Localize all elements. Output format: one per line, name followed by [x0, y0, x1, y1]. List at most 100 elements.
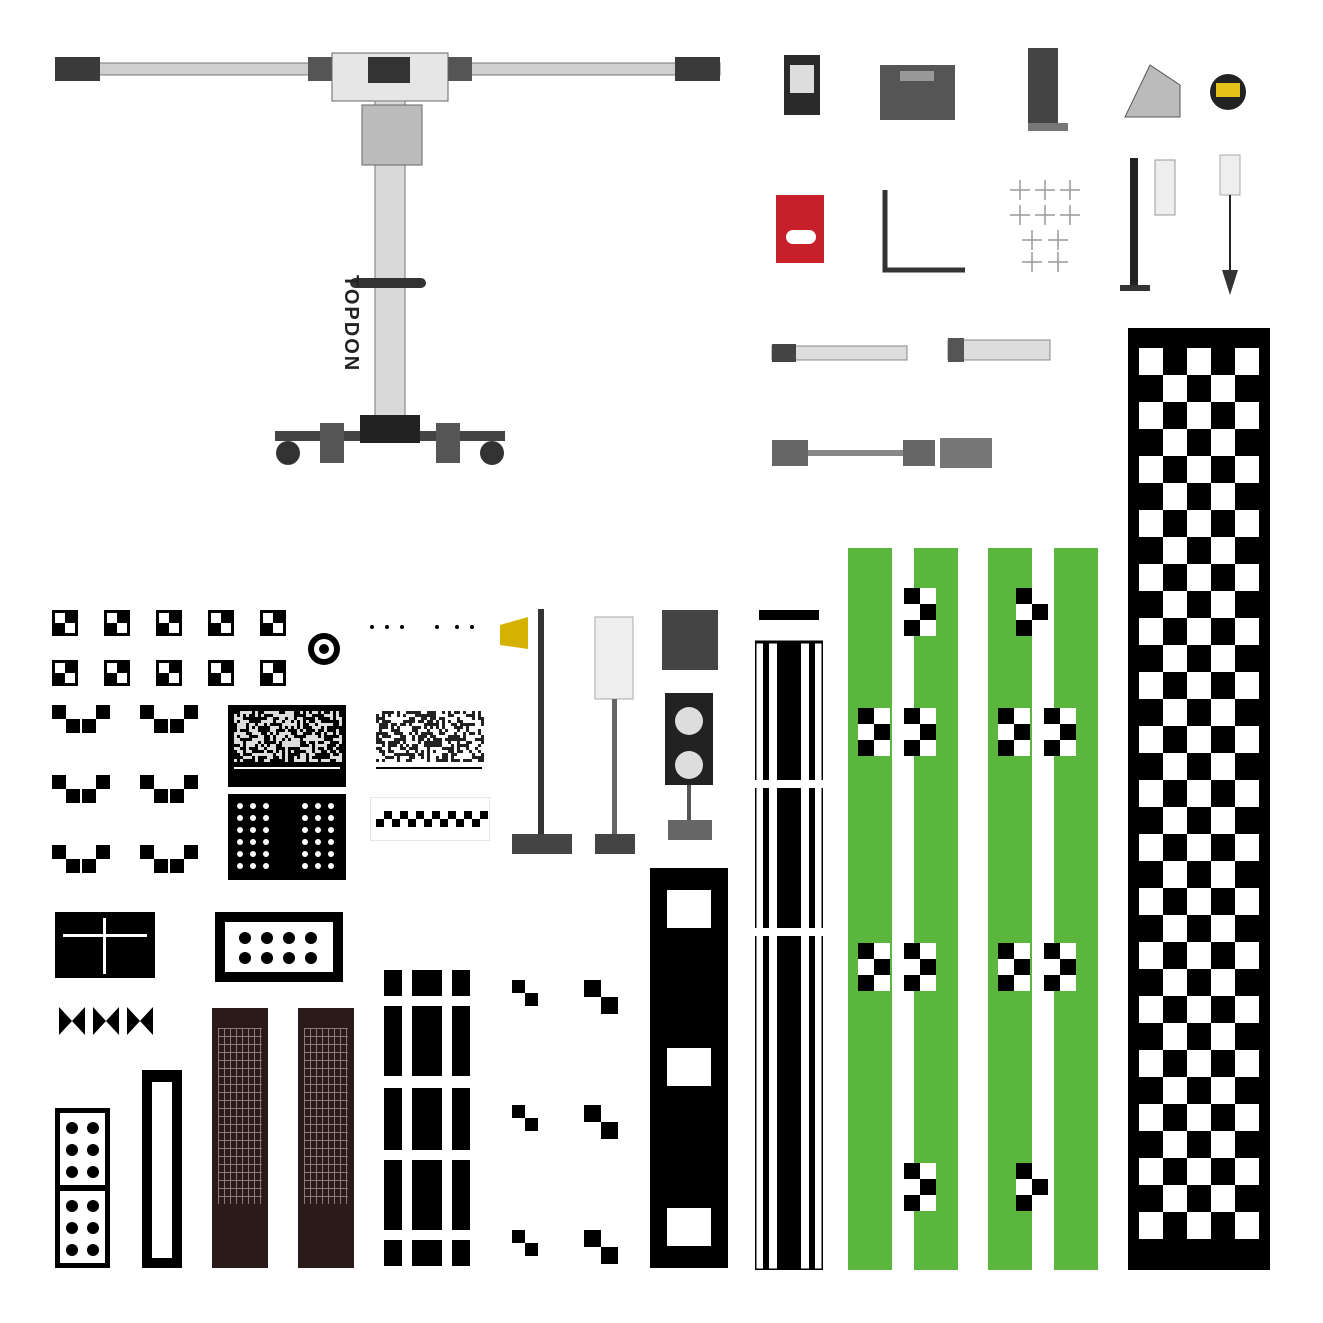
dot-grid-dot	[263, 863, 269, 869]
green-checker-cell	[920, 943, 936, 959]
noise-pixel	[445, 747, 448, 750]
checker-cell	[1139, 348, 1163, 375]
chevron-cell	[154, 859, 168, 873]
grid-line	[304, 1188, 348, 1189]
noise-pixel	[288, 741, 291, 744]
noise-pixel	[291, 744, 294, 747]
noise-pixel	[288, 714, 291, 717]
noise-pixel	[249, 756, 252, 759]
noise-pixel	[240, 759, 243, 762]
noise-pixel	[457, 735, 460, 738]
noise-pixel	[249, 750, 252, 753]
noise-pixel	[466, 714, 469, 717]
grid-line	[304, 1100, 348, 1101]
chevron-cell	[184, 705, 198, 719]
noise-pixel	[339, 756, 342, 759]
noise-pixel	[237, 738, 240, 741]
noise-pixel	[258, 747, 261, 750]
noise-pixel	[318, 744, 321, 747]
chevron-cell	[96, 775, 110, 789]
checker-cell	[1187, 1050, 1211, 1077]
noise-pixel	[327, 723, 330, 726]
noise-pixel	[418, 714, 421, 717]
dot-marker	[385, 625, 389, 629]
noise-pixel	[318, 723, 321, 726]
grid-line	[304, 1108, 348, 1109]
noise-pixel	[442, 759, 445, 762]
chevron-cell	[82, 859, 96, 873]
noise-target	[228, 705, 346, 787]
noise-pixel	[333, 756, 336, 759]
noise-pixel	[400, 735, 403, 738]
noise-pixel	[339, 720, 342, 723]
noise-pixel	[309, 714, 312, 717]
green-checker-cell	[998, 975, 1014, 991]
noise-pixel	[403, 723, 406, 726]
noise-pixel	[243, 723, 246, 726]
noise-pixel	[427, 711, 430, 714]
noise-pixel	[312, 753, 315, 756]
noise-pixel	[291, 717, 294, 720]
strip-cell	[440, 819, 448, 827]
green-checker-cell	[998, 943, 1014, 959]
circle-target-core	[319, 644, 329, 654]
checker-cell	[1235, 1158, 1259, 1185]
green-target-1	[848, 548, 958, 1270]
noise-pixel	[282, 735, 285, 738]
noise-pixel	[312, 738, 315, 741]
noise-pixel	[285, 732, 288, 735]
noise-pixel	[430, 720, 433, 723]
noise-pixel	[394, 738, 397, 741]
noise-pixel	[294, 720, 297, 723]
noise-pixel	[261, 753, 264, 756]
checker-cell	[1163, 699, 1187, 726]
noise-pixel	[472, 723, 475, 726]
noise-pixel	[270, 720, 273, 723]
noise-pixel	[397, 732, 400, 735]
noise-pixel	[421, 720, 424, 723]
noise-pixel	[394, 729, 397, 732]
noise-pixel	[424, 714, 427, 717]
noise-pixel	[388, 741, 391, 744]
grid-line	[218, 1148, 262, 1149]
noise-pixel	[246, 711, 249, 714]
green-checker-cell	[1014, 959, 1030, 975]
noise-pixel	[276, 735, 279, 738]
checker-cell	[1163, 969, 1187, 996]
noise-pixel	[382, 744, 385, 747]
grid-line	[230, 1028, 231, 1204]
green-checker-cell	[1016, 1195, 1032, 1211]
checker-cell	[1211, 699, 1235, 726]
noise-pixel	[309, 744, 312, 747]
carrying-case-icon	[880, 65, 955, 120]
noise-pixel	[403, 735, 406, 738]
green-checker-cell	[1014, 740, 1030, 756]
noise-pixel	[475, 756, 478, 759]
dot-grid-dot	[302, 851, 308, 857]
green-checker-cell	[858, 943, 874, 959]
noise-pixel	[460, 726, 463, 729]
checker-cell	[1187, 996, 1211, 1023]
noise-pixel	[288, 744, 291, 747]
noise-pixel	[285, 720, 288, 723]
noise-pixel	[481, 738, 484, 741]
green-checker-cell	[998, 708, 1014, 724]
noise-pixel	[270, 738, 273, 741]
small-target-cell	[65, 673, 75, 683]
stand-group	[500, 605, 725, 870]
green-checker-cell	[1060, 708, 1076, 724]
diag-cell	[584, 980, 601, 997]
grid-line	[304, 1028, 348, 1029]
noise-pixel	[388, 756, 391, 759]
noise-pixel	[430, 723, 433, 726]
noise-pixel	[300, 732, 303, 735]
noise-pixel	[439, 738, 442, 741]
diag-cell	[601, 997, 618, 1014]
noise-pixel	[234, 720, 237, 723]
green-checker-cell	[920, 708, 936, 724]
noise-pixel	[267, 732, 270, 735]
noise-pixel	[460, 723, 463, 726]
noise-pixel	[412, 738, 415, 741]
noise-pixel	[249, 723, 252, 726]
noise-pixel	[457, 720, 460, 723]
